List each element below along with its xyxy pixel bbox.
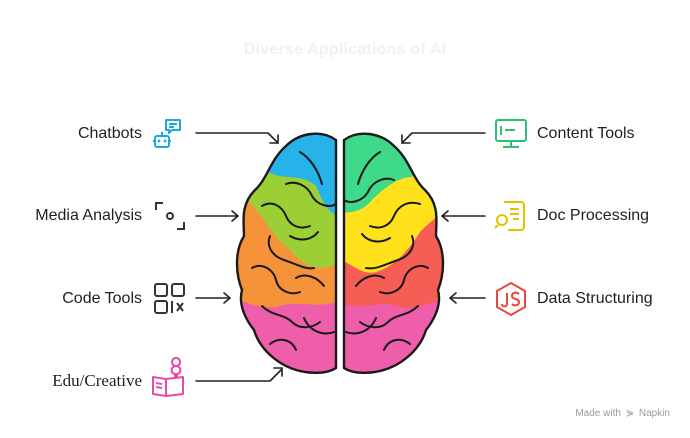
qr-grid-icon [154,283,185,314]
footer-brand[interactable]: Napkin [638,408,670,419]
label-edu-creative: Edu/Creative [52,371,142,390]
monitor-icon [495,119,527,148]
label-doc-processing: Doc Processing [537,207,650,224]
footer-made-with: Made with [575,408,621,419]
arrow-content-tools [401,132,486,144]
label-code-tools: Code Tools [62,290,142,307]
book-bulb-icon [152,357,184,397]
arrow-chatbots [195,132,279,144]
document-search-icon [494,201,525,231]
label-data-structuring: Data Structuring [537,290,653,307]
scan-frame-icon [155,202,185,230]
label-content-tools: Content Tools [537,125,635,142]
label-chatbots: Chatbots [77,125,142,142]
diagram-title: Diverse Applications of AI [243,41,447,58]
label-media-analysis: Media Analysis [35,207,142,224]
footer-credit: Made with ⋟ Napkin [575,408,670,419]
arrow-edu-creative [195,368,283,382]
napkin-logo-icon: ⋟ [625,408,635,419]
js-hexagon-icon [496,282,526,316]
robot-chat-icon [153,119,181,148]
